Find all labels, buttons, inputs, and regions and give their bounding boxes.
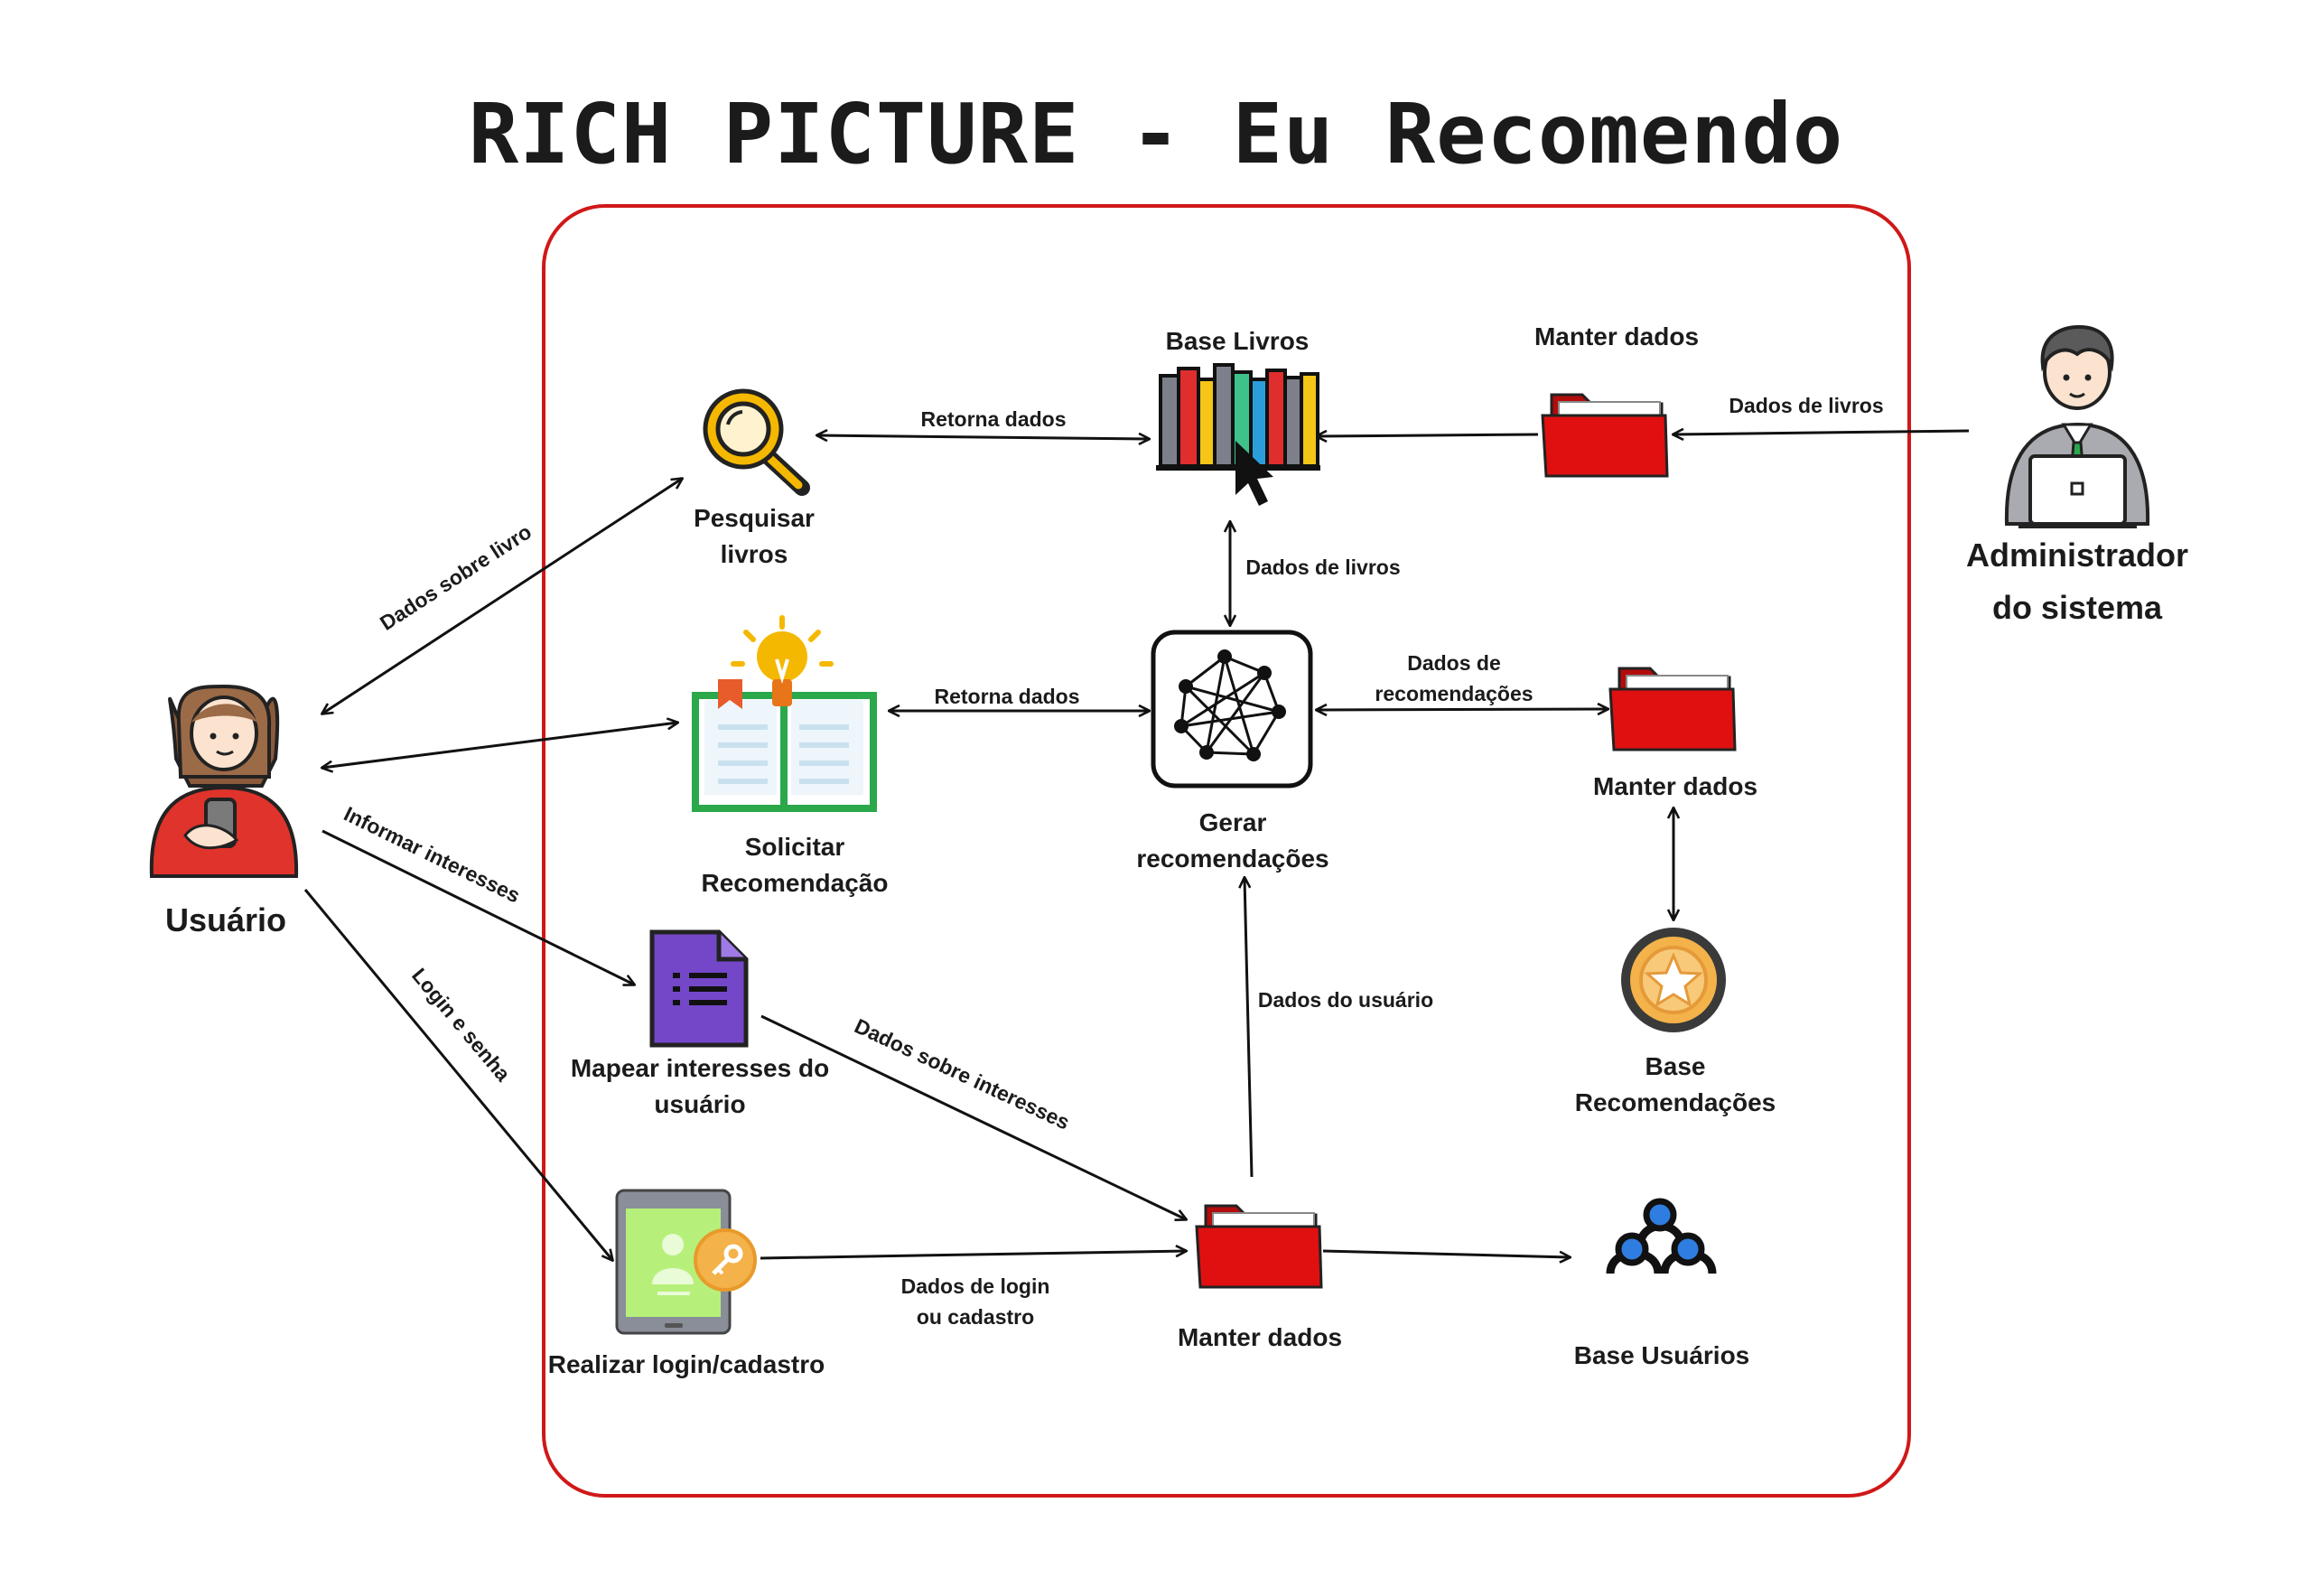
generate-label-line2: recomendações: [1136, 845, 1329, 873]
maintain-mid-label: Manter dados: [1592, 772, 1758, 800]
edge-admin-maintain: [1673, 431, 1970, 434]
edge-label-rec-data-line1: Dados de: [1407, 651, 1501, 675]
system-boundary: [542, 204, 1911, 1498]
folder-icon-bottom: [1195, 1204, 1323, 1289]
users-hierarchy-icon: [1606, 1198, 1717, 1274]
user-avatar: [149, 684, 299, 878]
admin-label-line1: Administrador: [1965, 537, 2189, 574]
book-lightbulb-icon: [692, 615, 877, 812]
folder-icon-middle: [1608, 667, 1737, 751]
edge-label-book-data-generate: Dados de livros: [1245, 555, 1401, 579]
edge-user-map: [322, 829, 634, 985]
edge-map-maintain: [760, 1014, 1186, 1219]
login-label: Realizar login/cadastro: [547, 1350, 825, 1378]
admin-avatar: [2004, 324, 2150, 528]
request-label-line1: Solicitar: [744, 833, 845, 861]
edge-user-search: [322, 479, 682, 714]
edge-label-login-data-line1: Dados de login: [900, 1274, 1050, 1298]
medal-star-icon: [1621, 928, 1726, 1032]
map-label-line2: usuário: [654, 1090, 746, 1118]
edge-search-books: [817, 435, 1149, 439]
edge-maintain-usersbase: [1322, 1249, 1570, 1257]
search-label-line2: livros: [720, 540, 788, 568]
magnifier-icon: [703, 388, 810, 496]
rec-base-label-line1: Base: [1645, 1052, 1706, 1080]
edge-maintain-books: [1317, 434, 1539, 436]
maintain-top-label: Manter dados: [1534, 322, 1700, 350]
edge-label-book-data-admin: Dados de livros: [1729, 394, 1884, 417]
generate-label-line1: Gerar: [1198, 808, 1267, 836]
tablet-key-icon: [615, 1189, 757, 1335]
edge-user-request: [322, 723, 677, 768]
books-shelf-icon: [1156, 363, 1320, 506]
edge-maintain-generate: [1245, 878, 1254, 1178]
admin-label-line2: do sistema: [1991, 589, 2163, 626]
edge-label-login-data-line2: ou cadastro: [916, 1305, 1035, 1329]
rec-base-label-line2: Recomendações: [1574, 1088, 1776, 1116]
user-label: Usuário: [164, 901, 287, 938]
edge-label-returns-request: Retorna dados: [934, 685, 1080, 708]
edge-label-user-data: Dados do usuário: [1257, 988, 1434, 1012]
books-base-label: Base Livros: [1165, 327, 1310, 355]
edge-login-maintain: [760, 1251, 1186, 1260]
edge-user-login: [303, 889, 612, 1260]
page-title: RICH PICTURE - Eu Recomendo: [468, 86, 1844, 182]
edge-label-rec-data-line2: recomendações: [1375, 682, 1534, 705]
edge-label-returns-search: Retorna dados: [920, 407, 1067, 431]
request-label-line2: Recomendação: [701, 869, 889, 897]
network-graph-icon: [1151, 630, 1313, 789]
folder-icon-top: [1541, 393, 1669, 478]
users-base-label: Base Usuários: [1573, 1341, 1750, 1369]
maintain-bottom-label: Manter dados: [1177, 1323, 1343, 1351]
edge-generate-maintain: [1317, 709, 1608, 710]
map-label-line1: Mapear interesses do: [570, 1054, 830, 1082]
search-label-line1: Pesquisar: [694, 504, 815, 532]
document-list-icon: [649, 929, 749, 1048]
